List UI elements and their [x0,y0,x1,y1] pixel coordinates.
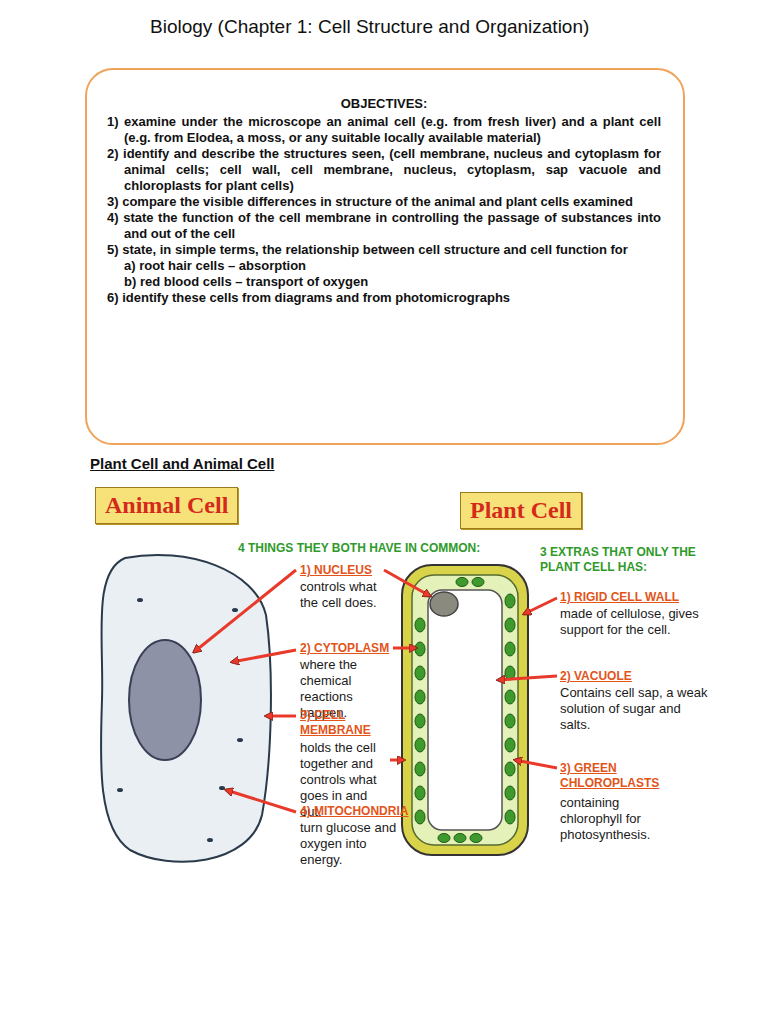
illustration-part [505,786,515,800]
illustration-part [137,598,143,602]
illustration-part [498,676,557,680]
objective-item: 6) identify these cells from diagrams an… [107,290,661,306]
illustration-part [219,786,225,790]
chloroplasts [415,578,515,843]
group-heading: 3 EXTRAS THAT ONLY THE PLANT CELL HAS: [540,545,710,575]
objective-item: 3) compare the visible differences in st… [107,194,661,210]
illustration-part [415,666,425,680]
part-name: 1) RIGID CELL WALL [560,590,679,605]
part-name: 2) CYTOPLASM [300,641,389,656]
part-name: 3) CELL MEMBRANE [300,708,388,738]
cell-heading: Animal Cell [105,492,228,519]
part-note: Contains cell sap, a weak solution of su… [560,685,710,733]
plant-cell-wall [402,565,528,855]
part-name: 4) MITOCHONDRIA [300,804,408,819]
objective-item: 2) identify and describe the structures … [107,146,661,194]
illustration-part [415,642,425,656]
section-heading: Plant Cell and Animal Cell [90,455,274,472]
illustration-part [384,570,430,596]
illustration-part [438,834,450,843]
illustration-part [393,647,416,650]
illustration-part [415,762,425,776]
part-name: 3) GREEN CHLOROPLASTS [560,761,680,791]
objective-item: 1) examine under the microscope an anima… [107,114,661,146]
illustration-part [194,570,296,652]
illustration-part [454,834,466,843]
illustration-part [472,578,484,587]
plant-nucleus [430,592,458,616]
illustration-part [505,714,515,728]
illustration-part [415,714,425,728]
illustration-part [515,760,557,768]
illustration-part [505,738,515,752]
illustration-part [232,650,296,662]
objective-item: 5) state, in simple terms, the relations… [107,242,661,258]
illustration-part [505,690,515,704]
part-note: controls what the cell does. [300,579,392,611]
illustration-part [117,788,123,792]
mitochondria-dots [117,598,243,842]
objectives-heading: OBJECTIVES: [107,96,661,112]
illustration-part [266,715,296,718]
illustration-part [232,608,238,612]
objective-item: 4) state the function of the cell membra… [107,210,661,242]
objective-item: b) red blood cells – transport of oxygen [107,274,661,290]
illustration-part [505,642,515,656]
objective-item: a) root hair cells – absorption [107,258,661,274]
page-title: Biology (Chapter 1: Cell Structure and O… [150,16,589,38]
plant-vacuole [428,590,502,830]
cell-heading: Plant Cell [470,497,572,524]
illustration-part [207,838,213,842]
animal-nucleus [129,640,201,760]
illustration-part [415,738,425,752]
animal-cell-outline [101,555,271,862]
illustration-part [505,762,515,776]
group-heading: 4 THINGS THEY BOTH HAVE IN COMMON: [238,541,480,556]
illustration-part [237,738,243,742]
illustration-part [415,618,425,632]
illustration-part [415,690,425,704]
illustration-part [390,759,404,762]
part-note: made of cellulose, gives support for the… [560,606,700,638]
illustration-part [226,790,296,812]
illustration-part [415,810,425,824]
cell-heading-box: Animal Cell [95,487,238,524]
part-note: turn glucose and oxygen into energy. [300,820,410,868]
illustration-part [505,618,515,632]
plant-cytoplasm [412,575,518,845]
part-name: 2) VACUOLE [560,669,632,684]
cell-heading-box: Plant Cell [460,492,582,529]
illustration-part [524,598,557,614]
illustration-part [415,786,425,800]
illustration-part [470,834,482,843]
objectives-box: OBJECTIVES: 1) examine under the microsco… [85,68,685,445]
illustration-part [505,594,515,608]
illustration-part [456,578,468,587]
part-note: containing chlorophyll for photosynthesi… [560,795,680,843]
part-name: 1) NUCLEUS [300,563,372,578]
illustration-part [505,810,515,824]
